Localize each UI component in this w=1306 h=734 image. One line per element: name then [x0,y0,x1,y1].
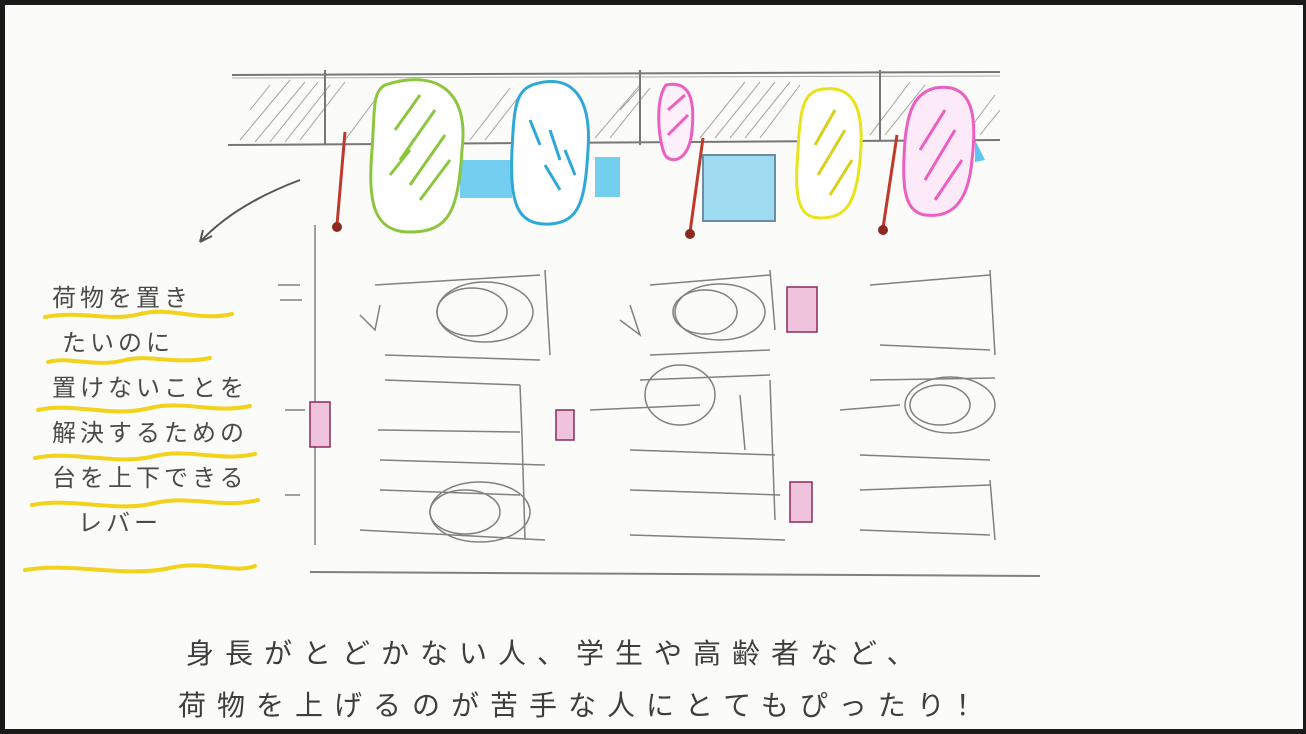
bag-icon-yellow [795,87,863,220]
caption-line-2: 荷物を上げるのが苦手な人にとてもぴったり！ [178,689,995,722]
bag-icon-pink [902,85,976,217]
seat-rows [278,225,1041,577]
bottom-caption: 身長がとどかない人、学生や高齢者など、 荷物を上げるのが苦手な人にとてもぴったり… [178,628,1118,732]
note-line-4: 解決するための [52,419,248,447]
note-line-6: レバー [78,509,162,537]
bag-icon-blue [510,79,590,226]
lever-description-note: 荷物を置き たいのに 置けないことを 解決するための 台を上下できる レバー [52,276,262,546]
highlighter-underlines [23,309,260,574]
lever-icon-2 [685,137,705,239]
luggage-box-magenta [309,286,818,523]
note-line-3: 置けないことを [52,374,248,402]
note-line-5: 台を上下できる [52,464,248,492]
bag-icon-pink-small [657,82,695,162]
lever-icon-1 [332,131,347,232]
curved-arrow-icon [199,179,301,243]
note-line-2: たいのに [62,329,174,357]
lever-icon-3 [878,134,899,235]
note-line-1: 荷物を置き [52,284,192,312]
luggage-rack [227,70,1001,146]
caption-line-1: 身長がとどかない人、学生や高齢者など、 [186,637,926,670]
luggage-box-cyan [460,140,985,222]
bag-icon-green [369,78,465,234]
